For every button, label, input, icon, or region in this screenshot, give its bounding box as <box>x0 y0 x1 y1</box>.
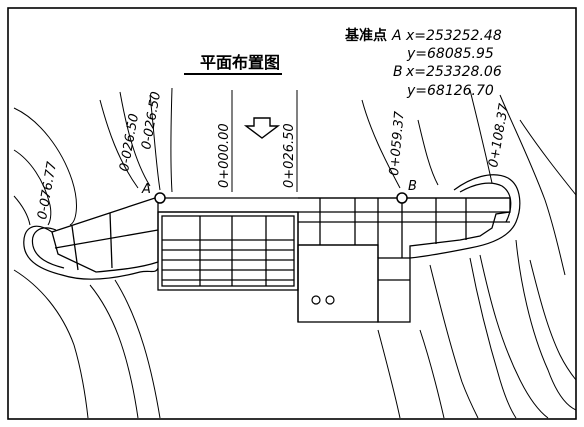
powerhouse-structure <box>297 197 511 323</box>
drawing-frame <box>7 7 577 420</box>
drawing-title: 平面布置图 <box>200 53 280 72</box>
point-b-label: B <box>408 179 417 194</box>
gate-circle-1 <box>311 295 321 305</box>
station-label-1: 0-076.77 <box>35 160 60 221</box>
station-label-3: 0-026.50 <box>139 91 164 151</box>
rock-boundary-left <box>23 225 159 280</box>
reference-a-y: y=68085.95 <box>406 46 494 62</box>
reference-a-name: A <box>391 28 402 44</box>
reference-heading: 基准点 <box>345 27 387 44</box>
point-a-marker <box>154 192 166 204</box>
rock-boundary-right <box>409 174 521 259</box>
reference-b-name: B <box>393 64 403 80</box>
spillway-block <box>157 211 299 291</box>
reference-a-x: x=253252.48 <box>405 28 502 44</box>
point-b-marker <box>396 192 408 204</box>
down-arrow-icon <box>243 117 281 139</box>
reference-b-y: y=68126.70 <box>406 83 494 99</box>
left-wing-structure <box>51 196 159 273</box>
point-a-label: A <box>141 182 151 197</box>
station-label-6: 0+059.37 <box>387 110 408 176</box>
gate-circle-2 <box>325 295 335 305</box>
station-label-7: 0+108.37 <box>486 102 512 169</box>
reference-b-x: x=253328.06 <box>405 64 502 80</box>
contour-lines <box>13 87 577 419</box>
station-label-4: 0+000.00 <box>217 123 232 188</box>
station-label-5: 0+026.50 <box>282 123 297 188</box>
